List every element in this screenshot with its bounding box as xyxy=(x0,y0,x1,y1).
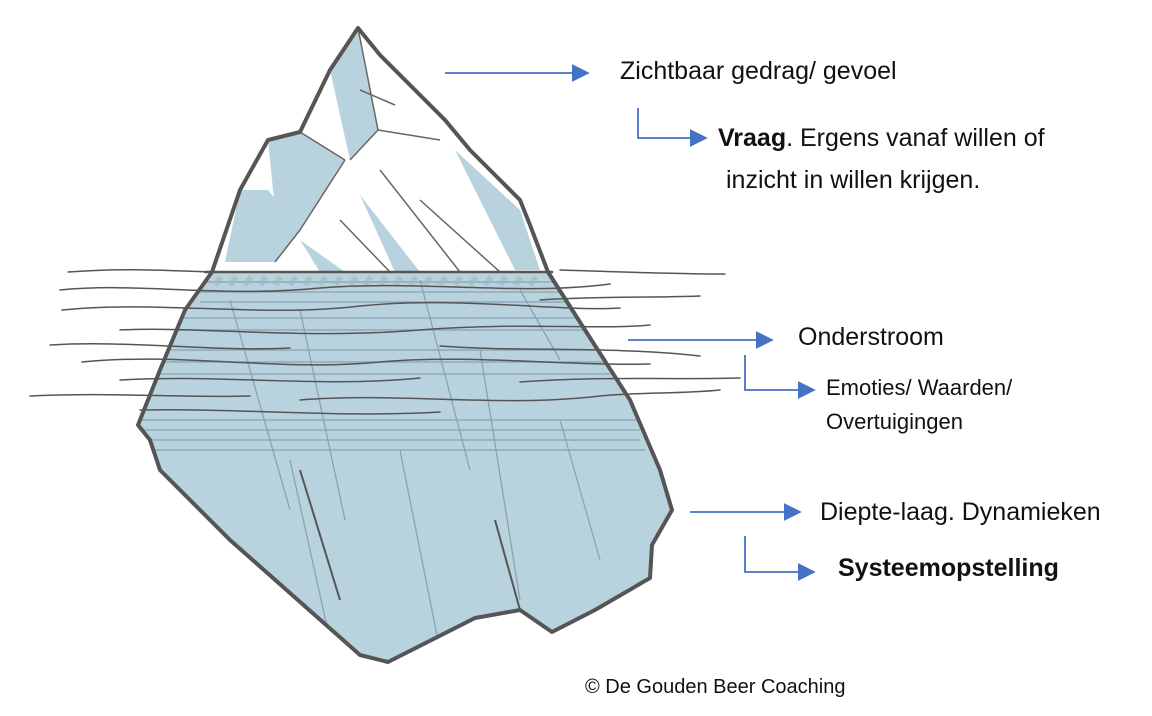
label-zichtbaar-gedrag: Zichtbaar gedrag/ gevoel xyxy=(620,57,897,85)
iceberg-submerged xyxy=(136,270,674,664)
water-lines xyxy=(29,268,741,415)
label-onderstroom: Onderstroom xyxy=(798,323,944,351)
label-diepte-laag: Diepte-laag. Dynamieken xyxy=(820,498,1101,526)
label-vraag-rest: . Ergens vanaf willen of xyxy=(786,124,1045,152)
copyright-notice: © De Gouden Beer Coaching xyxy=(585,676,846,698)
iceberg-tip xyxy=(210,26,550,273)
arrow-vraag xyxy=(637,108,708,147)
label-emoties-line1: Emoties/ Waarden/ xyxy=(826,375,1013,400)
arrow-systeem xyxy=(744,536,816,581)
label-vraag-line2: inzicht in willen krijgen. xyxy=(726,166,981,194)
label-emoties-line2: Overtuigingen xyxy=(826,409,963,434)
label-vraag-bold: Vraag xyxy=(718,124,787,152)
label-systeemopstelling: Systeemopstelling xyxy=(838,554,1059,582)
arrow-emoties xyxy=(744,355,816,399)
label-vraag: Vraag. Ergens vanaf willen of xyxy=(718,123,1045,153)
